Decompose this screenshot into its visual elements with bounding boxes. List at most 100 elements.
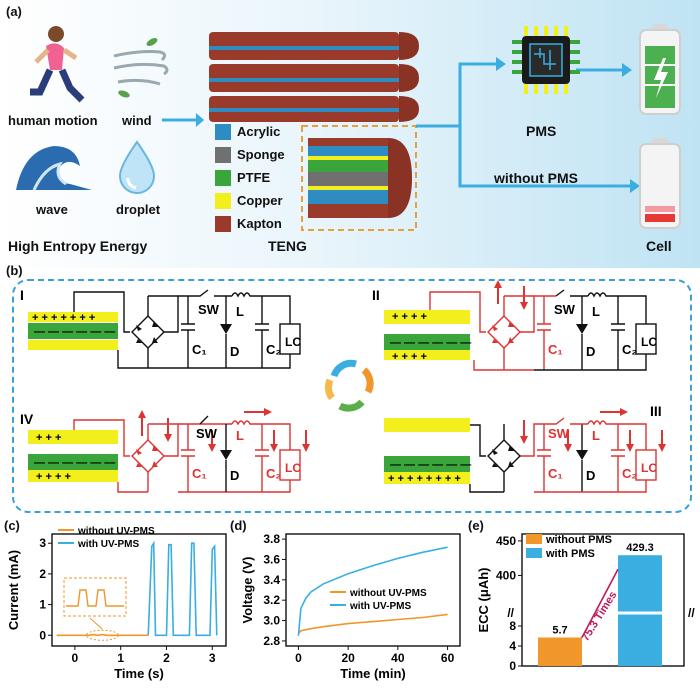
svg-text:C₂: C₂ <box>266 342 281 357</box>
acrylic-swatch <box>215 123 231 140</box>
svg-text:C₂: C₂ <box>622 342 637 357</box>
svg-text:SW: SW <box>554 302 576 317</box>
svg-text:+ + + +: + + + + <box>392 311 427 323</box>
panel-d-label: (d) <box>230 518 247 533</box>
svg-text:— — — — — —: — — — — — — <box>34 326 115 338</box>
teng-stack <box>209 32 419 122</box>
svg-text:LC: LC <box>641 461 657 475</box>
pms-label: PMS <box>526 123 557 139</box>
cell-label: Cell <box>646 238 672 254</box>
kapton-swatch <box>215 215 231 232</box>
material-kapton: Kapton <box>215 212 285 235</box>
svg-text:C₂: C₂ <box>266 466 281 481</box>
copper-swatch <box>215 192 231 209</box>
teng-label: TENG <box>268 238 307 254</box>
svg-text:+ + + +: + + + + <box>392 351 427 363</box>
x-tick-label: 0 <box>295 651 302 665</box>
y-tick-label: 8 <box>509 619 516 633</box>
x-axis-label: Time (s) <box>114 666 164 681</box>
cycle-arrows-icon <box>325 359 374 412</box>
material-acrylic: Acrylic <box>215 120 285 143</box>
legend-label-1: with PMS <box>545 548 595 560</box>
legend-label-1: with UV-PMS <box>77 539 139 550</box>
zoom-pointer <box>89 617 103 630</box>
panel-b-label: (b) <box>6 263 23 278</box>
material-copper: Copper <box>215 189 285 212</box>
panel-a-label: (a) <box>6 4 22 19</box>
series-line-1 <box>147 540 218 637</box>
legend-label-0: without UV-PMS <box>349 588 427 599</box>
ptfe-swatch <box>215 169 231 186</box>
wind-icon <box>113 38 169 98</box>
legend-label-0: without PMS <box>545 534 612 546</box>
teng-zoom-inset <box>301 125 417 231</box>
svg-text:D: D <box>230 344 239 359</box>
inset-zoom-line <box>66 589 124 607</box>
y-tick-label: 3.2 <box>263 593 280 607</box>
svg-text:— — — — — —: — — — — — — <box>34 457 115 469</box>
y-tick-label: 2 <box>39 567 46 581</box>
inset-zoom-box <box>63 577 127 617</box>
svg-text:L: L <box>592 428 600 443</box>
svg-text:C₂: C₂ <box>622 466 637 481</box>
battery-low-icon <box>639 138 681 229</box>
sponge-swatch <box>215 146 231 163</box>
material-legend: Acrylic Sponge PTFE Copper Kapton <box>215 120 285 235</box>
y-tick-label: 3.0 <box>263 614 280 628</box>
svg-text:— — — — — —: — — — — — — <box>390 337 471 349</box>
y-axis-label: Voltage (V) <box>240 557 255 624</box>
source-wave: wave <box>36 202 68 217</box>
svg-text:+ + + +: + + + + <box>36 471 71 483</box>
plot-frame <box>285 533 461 647</box>
panel-c-label: (c) <box>4 518 20 533</box>
legend-swatch-0 <box>526 534 542 544</box>
source-wind: wind <box>122 113 152 128</box>
y-tick-label: 3.4 <box>263 573 280 587</box>
pms-chip-icon <box>512 26 580 94</box>
svg-text:II: II <box>372 287 380 303</box>
svg-text:+ + + + + + +: + + + + + + + <box>32 312 95 324</box>
svg-text:LC: LC <box>641 335 657 349</box>
x-tick-label: 20 <box>341 651 355 665</box>
material-sponge: Sponge <box>215 143 285 166</box>
panel-b <box>12 279 692 513</box>
x-tick-label: 60 <box>441 651 455 665</box>
legend-label-1: with UV-PMS <box>349 601 411 612</box>
svg-text:D: D <box>586 344 595 359</box>
svg-text:I: I <box>20 287 24 303</box>
svg-text:— — — — — —: — — — — — — <box>390 459 471 471</box>
arrow-to-teng <box>162 113 204 127</box>
bar-value-label: 429.3 <box>626 542 654 554</box>
bar-without-pms <box>538 637 582 666</box>
x-axis-label: Time (min) <box>340 666 406 681</box>
ratio-line <box>581 568 619 638</box>
bar-value-label: 5.7 <box>552 625 567 637</box>
svg-text:L: L <box>236 304 244 319</box>
axis-break-mark: // <box>507 606 514 620</box>
battery-charged-icon <box>639 24 681 115</box>
bar-with-pms <box>618 555 662 666</box>
state-ii-circuit: + + + + — — — — — — + + + + II SW <box>372 280 657 371</box>
svg-text:SW: SW <box>548 426 570 441</box>
without-pms-label: without PMS <box>494 170 578 186</box>
svg-text:SW: SW <box>198 302 220 317</box>
wave-icon <box>16 146 92 191</box>
source-droplet: droplet <box>116 202 161 217</box>
series-line-0 <box>56 633 149 637</box>
y-tick-label: 0 <box>39 628 46 642</box>
legend-swatch-1 <box>526 548 542 558</box>
plot-frame <box>51 533 227 647</box>
y-tick-label: 3.8 <box>263 532 280 546</box>
svg-text:+ + +: + + + <box>36 432 61 444</box>
arrow-branches <box>416 57 640 193</box>
runner-icon <box>30 26 85 103</box>
legend-label-0: without UV-PMS <box>77 526 155 537</box>
svg-text:III: III <box>650 403 662 419</box>
x-tick-label: 2 <box>163 651 170 665</box>
svg-text:L: L <box>592 304 600 319</box>
svg-text:C₁: C₁ <box>548 342 563 357</box>
axis-break-mark: // <box>688 606 695 620</box>
svg-text:SW: SW <box>196 426 218 441</box>
x-tick-label: 3 <box>209 651 216 665</box>
